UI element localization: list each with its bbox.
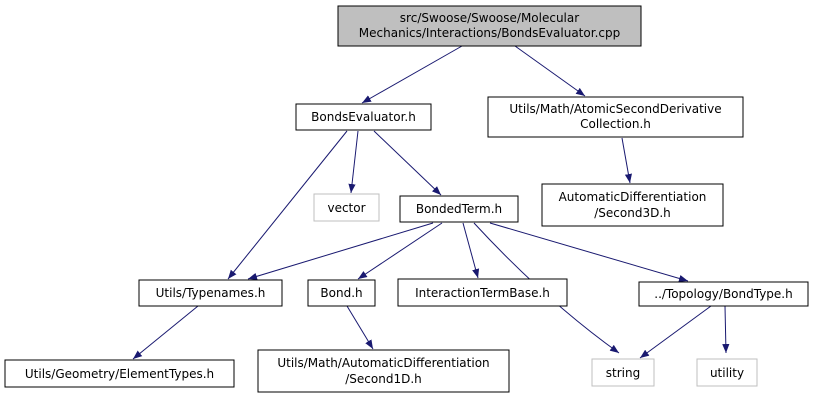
node-label-line-2: Collection.h — [580, 117, 651, 131]
node-automatic-differentiation-second3d-h[interactable]: AutomaticDifferentiation /Second3D.h — [541, 183, 724, 227]
edge-bonded-term-to-bond-type — [489, 222, 689, 282]
node-label: ../Topology/BondType.h — [654, 287, 792, 301]
edge-bond-to-second1d — [346, 305, 374, 350]
node-utils-typenames-h[interactable]: Utils/Typenames.h — [138, 279, 283, 307]
node-string[interactable]: string — [591, 358, 655, 387]
node-label: Utils/Geometry/ElementTypes.h — [25, 367, 214, 381]
edge-root-to-atomic-second-derivative — [514, 45, 586, 97]
node-label: string — [606, 366, 640, 380]
edge-bond-type-to-utility — [722, 305, 730, 354]
node-label-line-1: src/Swoose/Swoose/Molecular — [400, 11, 579, 25]
edge-bonds-evaluator-to-typenames — [227, 130, 348, 280]
node-interaction-term-base-h[interactable]: InteractionTermBase.h — [397, 278, 568, 307]
node-label-line-2: Mechanics/Interactions/BondsEvaluator.cp… — [359, 26, 620, 40]
edge-bonded-term-to-typenames — [247, 222, 434, 280]
edge-bonded-term-to-interaction-term-base — [462, 222, 480, 279]
node-bonds-evaluator-cpp[interactable]: src/Swoose/Swoose/Molecular Mechanics/In… — [337, 5, 642, 47]
edge-bonds-evaluator-to-bonded-term — [373, 130, 442, 196]
edge-bonds-evaluator-to-vector — [348, 130, 359, 194]
node-vector[interactable]: vector — [313, 193, 380, 222]
node-utils-geometry-element-types-h[interactable]: Utils/Geometry/ElementTypes.h — [4, 359, 235, 388]
node-topology-bond-type-h[interactable]: ../Topology/BondType.h — [638, 281, 809, 307]
node-label-line-1: Utils/Math/AutomaticDifferentiation — [277, 356, 489, 370]
node-label: BondedTerm.h — [416, 202, 502, 216]
node-label-line-2: /Second3D.h — [594, 206, 671, 220]
edge-root-to-bonds-evaluator — [361, 45, 463, 104]
node-label-line-1: Utils/Math/AtomicSecondDerivative — [509, 102, 721, 116]
node-utility[interactable]: utility — [696, 358, 758, 387]
edge-bonded-term-to-bond — [357, 222, 443, 280]
node-label-line-1: AutomaticDifferentiation — [559, 190, 707, 204]
node-automatic-differentiation-second1d-h[interactable]: Utils/Math/AutomaticDifferentiation /Sec… — [257, 349, 510, 393]
node-label: BondsEvaluator.h — [311, 110, 416, 124]
node-atomic-second-derivative-collection-h[interactable]: Utils/Math/AtomicSecondDerivative Collec… — [487, 96, 744, 138]
edge-bond-type-to-string — [639, 305, 712, 359]
node-label-line-2: /Second1D.h — [345, 372, 422, 386]
node-bonded-term-h[interactable]: BondedTerm.h — [399, 195, 519, 223]
edge-atomic-second-derivative-to-second3d — [621, 137, 632, 184]
node-bonds-evaluator-h[interactable]: BondsEvaluator.h — [295, 103, 432, 131]
node-label: Utils/Typenames.h — [156, 286, 266, 300]
node-label: Bond.h — [320, 286, 362, 300]
edge-typenames-to-element-types — [132, 305, 199, 360]
node-label: InteractionTermBase.h — [415, 286, 550, 300]
edges — [132, 45, 730, 360]
node-label: vector — [327, 201, 365, 215]
node-bond-h[interactable]: Bond.h — [307, 279, 376, 307]
node-label: utility — [710, 366, 744, 380]
